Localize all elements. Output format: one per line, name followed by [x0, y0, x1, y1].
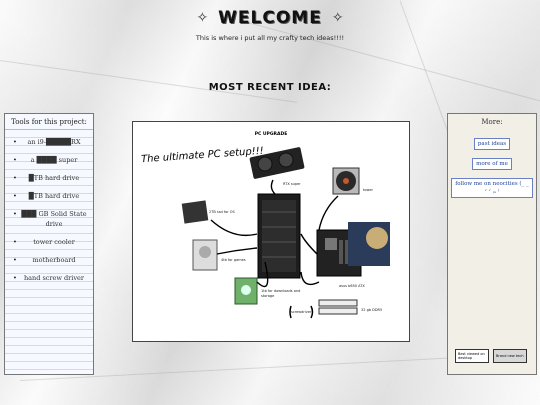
tools-list: an i9-█████RX a ████ super █TB hard driv… [5, 134, 93, 288]
cooler-label: tower [363, 188, 373, 192]
tool-item: █TB hard drive [5, 170, 93, 188]
screwdriver-label: screwdriver [291, 310, 312, 314]
tool-item: ███ GB Solid State drive [5, 206, 93, 234]
cooler-image [332, 167, 360, 195]
hdd2-image [234, 277, 258, 305]
motherboard-label: asus b650 ATX [339, 284, 365, 288]
more-of-me-link[interactable]: more of me [472, 158, 512, 170]
gpu-image [249, 147, 305, 179]
hdd-label: 4tb for games [221, 258, 246, 262]
neocities-follow-link[interactable]: follow me on neocities (_ _ ᐟ ᐟ ₎ᵤ ⁾ [451, 178, 533, 198]
best-viewed-badge[interactable]: Best viewed on desktop [455, 349, 489, 363]
motherboard-box-image [348, 222, 390, 266]
tool-item: hand screw driver [5, 270, 93, 288]
page-subtitle: This is where i put all my crafty tech i… [195, 34, 345, 42]
tool-item: a ████ super [5, 152, 93, 170]
tool-item: tower cooler [5, 234, 93, 252]
tool-item: an i9-█████RX [5, 134, 93, 152]
connector-arrows [210, 179, 339, 288]
badge-row: Best viewed on desktop Brand new tech [455, 349, 527, 363]
screwdriver-image [289, 305, 314, 319]
idea-card: PC UPGRADE The ultimate PC setup!!! [132, 121, 410, 342]
section-title: MOST RECENT IDEA: [208, 82, 332, 93]
page-title: WELCOME [218, 8, 322, 28]
ram-image [318, 299, 358, 315]
hdd2-label: 1tb for downloads and storage [261, 289, 301, 298]
motherboard-image [316, 229, 362, 277]
pc-collage [181, 147, 390, 319]
sparkle-left-icon: ✧ [196, 10, 209, 26]
pc-case-image [257, 193, 301, 279]
sparkle-right-icon: ✧ [331, 10, 344, 26]
tool-item: motherboard [5, 252, 93, 270]
tools-heading: Tools for this project: [5, 114, 93, 130]
brand-new-tech-badge[interactable]: Brand new tech [493, 349, 527, 363]
ssd-image [181, 200, 209, 224]
tool-item: █TB hard drive [5, 188, 93, 206]
past-ideas-link[interactable]: past ideas [473, 138, 511, 150]
card-title: PC UPGRADE [254, 132, 288, 137]
paper-crease [19, 353, 520, 381]
gpu-label: RTX super [283, 182, 301, 186]
badge-text: Best viewed on desktop [458, 352, 485, 360]
ssd-label: 2TB ssd for OS [209, 210, 235, 214]
more-heading: More: [481, 118, 503, 126]
tools-panel: Tools for this project: an i9-█████RX a … [4, 113, 94, 375]
badge-text: Brand new tech [496, 354, 524, 358]
hdd-image [192, 239, 218, 271]
page-header: ✧ WELCOME ✧ This is where i put all my c… [0, 8, 540, 42]
ram-label: 32 gb DDR5 [361, 308, 383, 312]
more-panel: More: past ideas more of me follow me on… [447, 113, 537, 375]
